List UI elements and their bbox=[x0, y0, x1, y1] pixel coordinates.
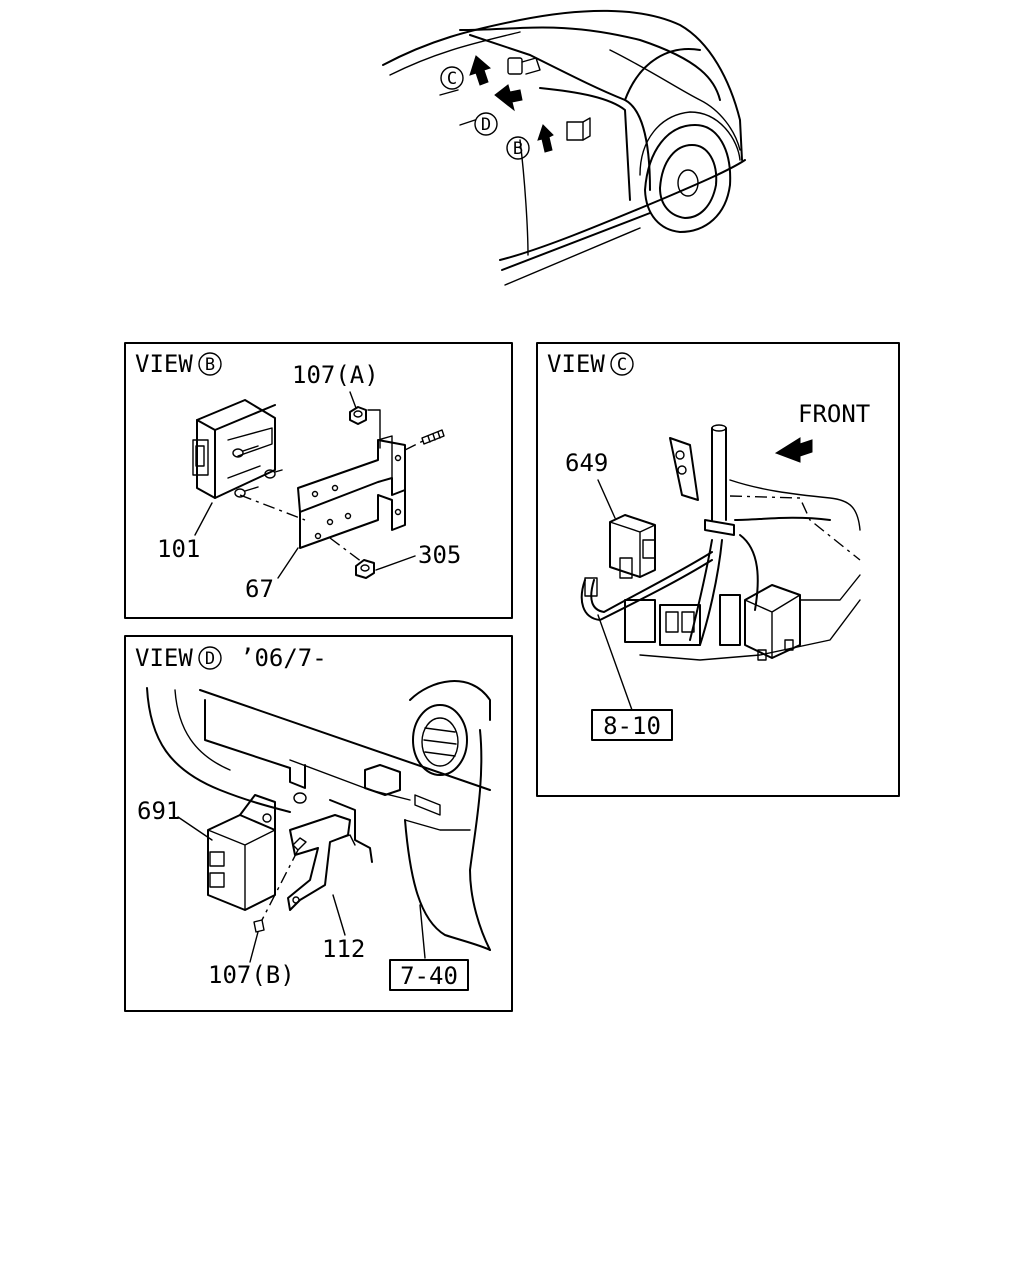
view-b-word: VIEW bbox=[135, 350, 193, 378]
front-label: FRONT bbox=[798, 400, 870, 428]
label-112: 112 bbox=[322, 935, 365, 963]
view-c-word: VIEW bbox=[547, 350, 605, 378]
arrow-icon bbox=[537, 124, 554, 153]
label-101: 101 bbox=[157, 535, 200, 563]
connector-cluster bbox=[584, 577, 741, 646]
front-arrow-icon bbox=[774, 437, 813, 463]
bracket-112 bbox=[287, 799, 373, 911]
view-c-panel: VIEW C FRONT 649 8-10 bbox=[536, 342, 900, 797]
svg-text:8-10: 8-10 bbox=[603, 712, 661, 740]
view-c-letter-icon: C bbox=[610, 352, 634, 376]
nut-icon bbox=[355, 559, 375, 579]
ref-box-8-10: 8-10 bbox=[591, 709, 673, 741]
view-b-panel: VIEW B 107(A) 101 67 305 bbox=[124, 342, 513, 619]
arrow-icon bbox=[494, 84, 523, 112]
ref-box-7-40: 7-40 bbox=[389, 959, 469, 991]
label-649: 649 bbox=[565, 449, 608, 477]
label-107a: 107(A) bbox=[292, 361, 379, 389]
svg-text:B: B bbox=[513, 139, 523, 159]
vehicle-overview: C D B bbox=[382, 9, 746, 286]
label-305: 305 bbox=[418, 541, 461, 569]
callout-c-icon: C bbox=[440, 66, 464, 90]
svg-text:C: C bbox=[617, 355, 627, 375]
view-d-panel: VIEW D ’06/7- 691 112 107(B) 7-40 bbox=[124, 635, 513, 1012]
label-691: 691 bbox=[137, 797, 180, 825]
relay-right bbox=[744, 584, 801, 661]
view-d-word: VIEW bbox=[135, 644, 193, 672]
bolt-icon bbox=[421, 429, 445, 445]
relay-691 bbox=[207, 794, 276, 911]
view-d-date: ’06/7- bbox=[240, 644, 327, 672]
label-67: 67 bbox=[245, 575, 274, 603]
svg-text:7-40: 7-40 bbox=[400, 962, 458, 990]
callout-b-icon: B bbox=[506, 136, 530, 160]
svg-text:D: D bbox=[205, 649, 215, 669]
control-unit-101 bbox=[192, 399, 283, 499]
svg-text:D: D bbox=[481, 115, 491, 135]
bracket-67 bbox=[297, 435, 406, 549]
bolt-icon bbox=[253, 837, 307, 933]
svg-text:B: B bbox=[205, 355, 215, 375]
nut-icon bbox=[349, 406, 367, 425]
view-d-letter-icon: D bbox=[198, 646, 222, 670]
arrow-icon bbox=[469, 55, 491, 86]
view-b-letter-icon: B bbox=[198, 352, 222, 376]
relay-649 bbox=[609, 514, 656, 579]
callout-d-icon: D bbox=[474, 112, 498, 136]
label-107b: 107(B) bbox=[208, 961, 295, 989]
svg-text:C: C bbox=[447, 69, 457, 89]
